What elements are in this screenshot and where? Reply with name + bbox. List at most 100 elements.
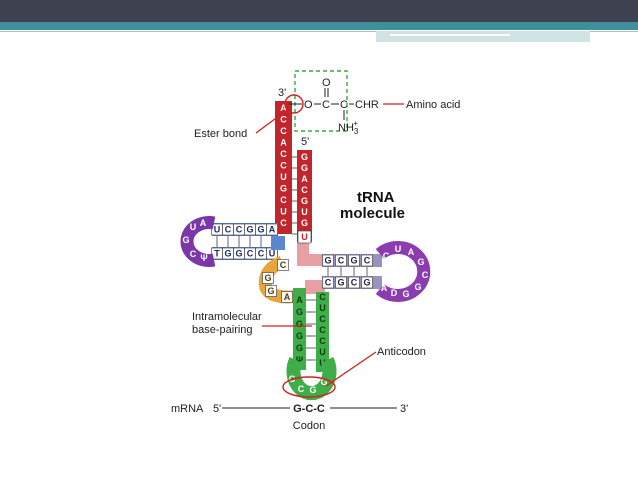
base-letter: G xyxy=(246,225,253,235)
base-letter: U xyxy=(319,303,326,313)
base-letter: A xyxy=(200,218,207,228)
header-line xyxy=(0,31,638,32)
base-letter: A xyxy=(408,247,415,257)
base-letter: U xyxy=(280,207,287,217)
base-letter: A xyxy=(301,174,308,184)
d-arm-corner xyxy=(271,236,285,250)
base-letter: A xyxy=(280,138,287,148)
base-letter: C xyxy=(351,278,358,288)
base-letter: C xyxy=(280,126,287,136)
base-letter: C xyxy=(247,249,254,259)
base-letter: C xyxy=(236,225,243,235)
base-letter: U xyxy=(301,207,308,217)
base-letter: U xyxy=(319,347,326,357)
base-letter: G xyxy=(296,307,303,317)
ester-bond-pointer xyxy=(255,109,288,134)
base-letter: C xyxy=(280,195,287,205)
side-group: CHR xyxy=(355,99,379,111)
oxygen-bridge: O xyxy=(304,99,313,111)
three-prime-top: 3' xyxy=(278,87,286,99)
alpha-carbon: C xyxy=(340,99,348,111)
base-letter: G xyxy=(224,249,231,259)
base-letter: A xyxy=(280,103,287,113)
base-letter: G xyxy=(350,256,357,266)
base-letter: G xyxy=(363,278,370,288)
base-letter: A xyxy=(269,225,276,235)
base-letter: U xyxy=(190,222,197,232)
anticodon-arm-left xyxy=(293,288,306,370)
t-loop xyxy=(375,241,431,302)
ester-bond-circle xyxy=(284,94,304,114)
ester-bond-label: Ester bond xyxy=(194,128,247,140)
anticodon-arm-right xyxy=(316,292,329,372)
base-letter: A xyxy=(284,292,291,302)
base-letter: G xyxy=(402,289,409,299)
trna-title-line1: tRNA xyxy=(357,189,395,206)
base-box xyxy=(335,276,347,289)
base-letter: C xyxy=(225,225,232,235)
base-letter: G xyxy=(235,249,242,259)
base-letter: G xyxy=(417,257,424,267)
base-letter: D xyxy=(391,288,398,298)
acceptor-base-pairs xyxy=(292,156,297,235)
base-letter: G xyxy=(309,385,316,395)
base-letter: G xyxy=(414,282,421,292)
base-letter: Ψ xyxy=(200,253,207,263)
base-letter: A xyxy=(381,283,388,293)
base-box xyxy=(348,254,360,267)
base-letter: G xyxy=(296,343,303,353)
d-loop xyxy=(180,216,216,267)
base-letter: G xyxy=(301,196,308,206)
base-letter: G xyxy=(280,184,287,194)
base-letter: G xyxy=(301,163,308,173)
base-box xyxy=(322,276,334,289)
intramolecular-label-line1: Intramolecular xyxy=(192,311,262,323)
codon-label: Codon xyxy=(293,420,325,432)
base-box xyxy=(361,276,373,289)
base-box xyxy=(265,285,277,297)
base-box xyxy=(277,259,289,271)
amine-group: NH3+ xyxy=(338,119,359,136)
acceptor-end-box xyxy=(297,230,312,244)
trna-title-line2: molecule xyxy=(340,205,405,222)
base-letter: C xyxy=(319,336,326,346)
base-letter: G xyxy=(267,286,274,296)
base-letter: C xyxy=(258,249,265,259)
base-box xyxy=(281,291,293,303)
base-letter: G xyxy=(296,319,303,329)
base-box xyxy=(335,254,347,267)
base-box xyxy=(262,272,274,284)
five-prime-top: 5' xyxy=(301,136,309,148)
base-letter: G xyxy=(337,278,344,288)
header-bar xyxy=(0,0,638,22)
base-letter: G xyxy=(296,331,303,341)
mrna-label: mRNA xyxy=(171,403,204,415)
base-letter: C xyxy=(383,251,390,261)
codon-sequence: G-C-C xyxy=(293,403,325,415)
d-arm-base-pairs xyxy=(216,236,273,247)
base-letter: G xyxy=(320,377,327,387)
anticodon-label: Anticodon xyxy=(377,346,426,358)
acceptor-stem-5prime xyxy=(297,150,312,242)
base-letter: C xyxy=(364,256,371,266)
base-letter: C xyxy=(319,314,326,324)
amino-acid-label: Amino acid xyxy=(406,99,460,111)
base-letter: U xyxy=(269,249,276,259)
base-letter: G xyxy=(182,235,189,245)
base-letter: U xyxy=(280,172,287,182)
acceptor-end-base: U xyxy=(301,232,308,242)
base-letter: T xyxy=(214,249,220,259)
base-letter: C xyxy=(280,218,287,228)
base-letter: G xyxy=(324,256,331,266)
base-letter: C xyxy=(319,325,326,335)
base-box xyxy=(322,254,334,267)
base-letter: C xyxy=(280,260,287,270)
carbonyl-carbon: C xyxy=(322,99,330,111)
